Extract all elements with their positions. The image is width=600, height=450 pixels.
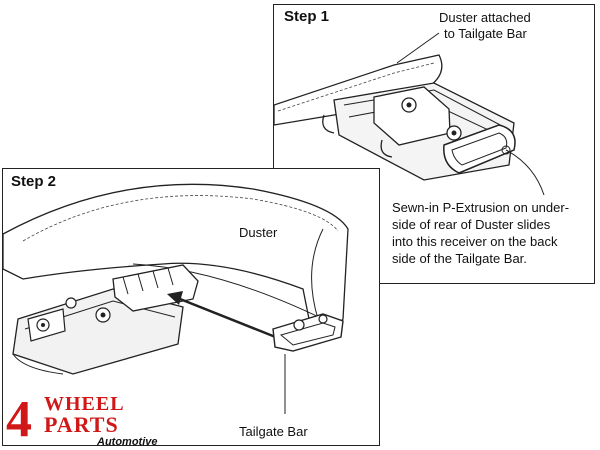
step1-callout-top-line2: to Tailgate Bar — [444, 26, 527, 41]
logo-word2: PARTS — [44, 412, 119, 437]
step2-illustration — [3, 183, 349, 414]
step1-callout-bottom-line2: side of rear of Duster slides — [392, 217, 551, 232]
step1-callout-bottom-line4: side of the Tailgate Bar. — [392, 251, 527, 266]
step2-tailgate-bar-label: Tailgate Bar — [239, 424, 308, 439]
step1-title: Step 1 — [284, 8, 330, 25]
step1-callout-top-line1: Duster attached — [439, 10, 531, 25]
step1-illustration — [274, 32, 545, 196]
step2-duster-label: Duster — [239, 225, 278, 240]
step1-callout-bottom-line1: Sewn-in P-Extrusion on under- — [392, 200, 570, 215]
logo-number: 4 — [6, 391, 32, 448]
step2-title: Step 2 — [11, 173, 57, 190]
step2-panel: Step 2 Duster Tailgate Bar — [2, 168, 380, 446]
logo-tagline: Automotive — [96, 436, 158, 448]
logo-word1: WHEEL — [44, 393, 125, 415]
step1-callout-bottom-line3: into this receiver on the back — [392, 234, 558, 249]
brand-logo: 4 WHEEL PARTS Automotive — [6, 391, 158, 448]
